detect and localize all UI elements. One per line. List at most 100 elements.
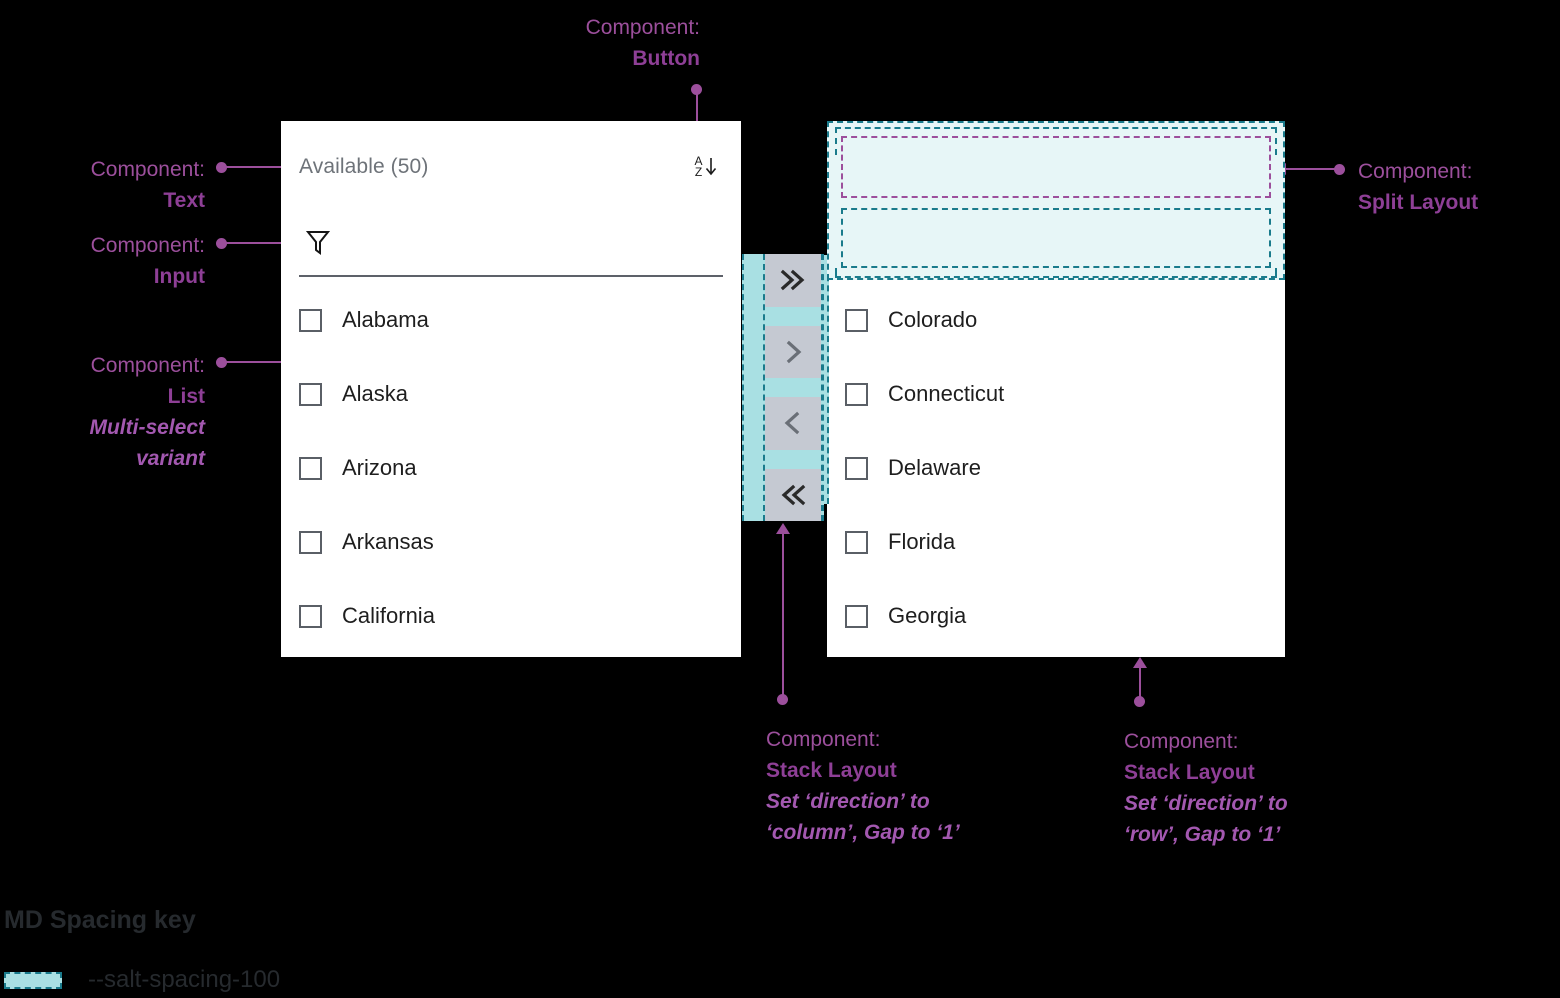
- sort-az-icon: A Z: [694, 154, 717, 179]
- checkbox[interactable]: [845, 604, 868, 628]
- annotation-split-layout: Component: Split Layout: [1358, 156, 1560, 218]
- list-item-label: Florida: [888, 529, 956, 554]
- list-item-label: Delaware: [888, 455, 981, 480]
- transfer-button-stack-inner: [763, 254, 823, 521]
- list-item-label: California: [342, 603, 435, 628]
- annotation-button-label: Component:: [585, 16, 700, 39]
- available-panel-actions: A Z: [689, 150, 723, 184]
- annotation-list: Component: List Multi-select variant: [20, 350, 205, 474]
- checkbox[interactable]: [845, 382, 868, 406]
- move-all-left-button[interactable]: [765, 468, 821, 521]
- connector-line-stack-row: [1139, 668, 1141, 698]
- checkbox[interactable]: [299, 604, 322, 628]
- list-item[interactable]: Florida: [845, 505, 1285, 579]
- list-item[interactable]: Georgia: [845, 579, 1285, 653]
- annotation-text: Component: Text: [20, 154, 205, 216]
- connector-dot-stack-row: [1134, 696, 1145, 707]
- annotation-input-name: Input: [153, 265, 205, 288]
- spacing-overlay-split-inner: [835, 127, 1277, 155]
- visible-list[interactable]: Colorado Connecticut Delaware Florida Ge…: [827, 283, 1285, 653]
- chevron-double-right-icon: [780, 269, 805, 291]
- available-panel: Available (50) A Z: [281, 121, 741, 657]
- annotation-stack-column-sub2: ‘column’, Gap to ‘1’: [766, 821, 960, 844]
- spacing-overlay-header-row: [841, 136, 1271, 198]
- spacing-overlay-bottom-strip: [835, 268, 1277, 278]
- annotation-split-layout-label: Component:: [1358, 160, 1473, 183]
- connector-arrow-stack-row: [1133, 657, 1147, 668]
- list-item[interactable]: Arizona: [299, 431, 741, 505]
- connector-line-text: [222, 166, 290, 168]
- spacing-overlay-split-outer: [827, 121, 1285, 280]
- list-item-label: Georgia: [888, 603, 967, 628]
- spacing-key-title: MD Spacing key: [4, 906, 196, 934]
- chevron-left-icon: [784, 411, 800, 435]
- list-item[interactable]: Alaska: [299, 357, 741, 431]
- connector-arrow-stack-column: [776, 523, 790, 534]
- transfer-button-stack: [742, 254, 824, 521]
- checkbox[interactable]: [845, 530, 868, 554]
- annotation-split-layout-name: Split Layout: [1358, 191, 1479, 214]
- move-left-button[interactable]: [765, 397, 821, 450]
- connector-line-split: [1285, 168, 1337, 170]
- annotation-stack-column-sub1: Set ‘direction’ to: [766, 790, 930, 813]
- list-item[interactable]: Connecticut: [845, 357, 1285, 431]
- list-item-label: Arizona: [342, 455, 417, 480]
- move-right-button[interactable]: [765, 325, 821, 378]
- list-item-label: Arkansas: [342, 529, 434, 554]
- available-filter-input[interactable]: [299, 213, 723, 277]
- annotation-stack-column-name: Stack Layout: [766, 759, 897, 782]
- annotation-stack-row-name: Stack Layout: [1124, 761, 1255, 784]
- available-panel-title: Available (50): [299, 155, 429, 178]
- move-all-right-button[interactable]: [765, 254, 821, 307]
- arrow-down-glyph: [705, 158, 716, 176]
- list-item[interactable]: Arkansas: [299, 505, 741, 579]
- connector-dot-text: [216, 162, 227, 173]
- list-item[interactable]: Colorado: [845, 283, 1285, 357]
- annotation-input: Component: Input: [20, 230, 205, 292]
- annotation-stack-row-label: Component:: [1124, 730, 1239, 753]
- annotation-button-name: Button: [632, 47, 700, 70]
- checkbox[interactable]: [299, 530, 322, 554]
- annotation-input-label: Component:: [90, 234, 205, 257]
- list-item[interactable]: California: [299, 579, 741, 653]
- checkbox[interactable]: [299, 308, 322, 332]
- checkbox[interactable]: [845, 308, 868, 332]
- list-item[interactable]: Delaware: [845, 431, 1285, 505]
- list-item-label: Connecticut: [888, 381, 1005, 406]
- spacing-key-token: --salt-spacing-100: [88, 966, 281, 993]
- annotation-list-name: List: [167, 385, 205, 408]
- connector-dot-stack-column: [777, 694, 788, 705]
- filter-funnel-icon: [305, 228, 331, 261]
- annotation-list-sub2: variant: [136, 447, 205, 470]
- connector-dot-list: [216, 357, 227, 368]
- checkbox[interactable]: [299, 456, 322, 480]
- connector-dot-split: [1334, 164, 1345, 175]
- connector-line-input: [222, 242, 294, 244]
- connector-line-list: [222, 361, 294, 363]
- annotation-button: Component: Button: [500, 12, 700, 74]
- spacing-key-swatch: [4, 972, 62, 989]
- connector-dot-button: [691, 84, 702, 95]
- available-list[interactable]: Alabama Alaska Arizona Arkansas Californ…: [281, 283, 741, 653]
- connector-line-button: [696, 90, 698, 137]
- annotation-stack-column: Component: Stack Layout Set ‘direction’ …: [766, 724, 1066, 848]
- list-item-label: Alaska: [342, 381, 409, 406]
- chevron-double-left-icon: [781, 484, 806, 506]
- connector-line-stack-column: [782, 534, 784, 696]
- sort-az-letter-top: A: [694, 154, 703, 168]
- annotation-text-label: Component:: [90, 158, 205, 181]
- checkbox[interactable]: [299, 382, 322, 406]
- chevron-right-icon: [786, 340, 802, 364]
- checkbox[interactable]: [845, 456, 868, 480]
- sort-az-letter-bottom: Z: [694, 165, 703, 179]
- annotation-stack-row: Component: Stack Layout Set ‘direction’ …: [1124, 726, 1424, 850]
- sort-az-button[interactable]: A Z: [689, 150, 723, 184]
- available-panel-header: Available (50) A Z: [281, 121, 741, 213]
- annotation-text-name: Text: [163, 189, 205, 212]
- list-item-label: Colorado: [888, 307, 978, 332]
- annotation-stack-column-label: Component:: [766, 728, 881, 751]
- list-item[interactable]: Alabama: [299, 283, 741, 357]
- annotation-list-sub1: Multi-select: [89, 416, 205, 439]
- connector-dot-input: [216, 238, 227, 249]
